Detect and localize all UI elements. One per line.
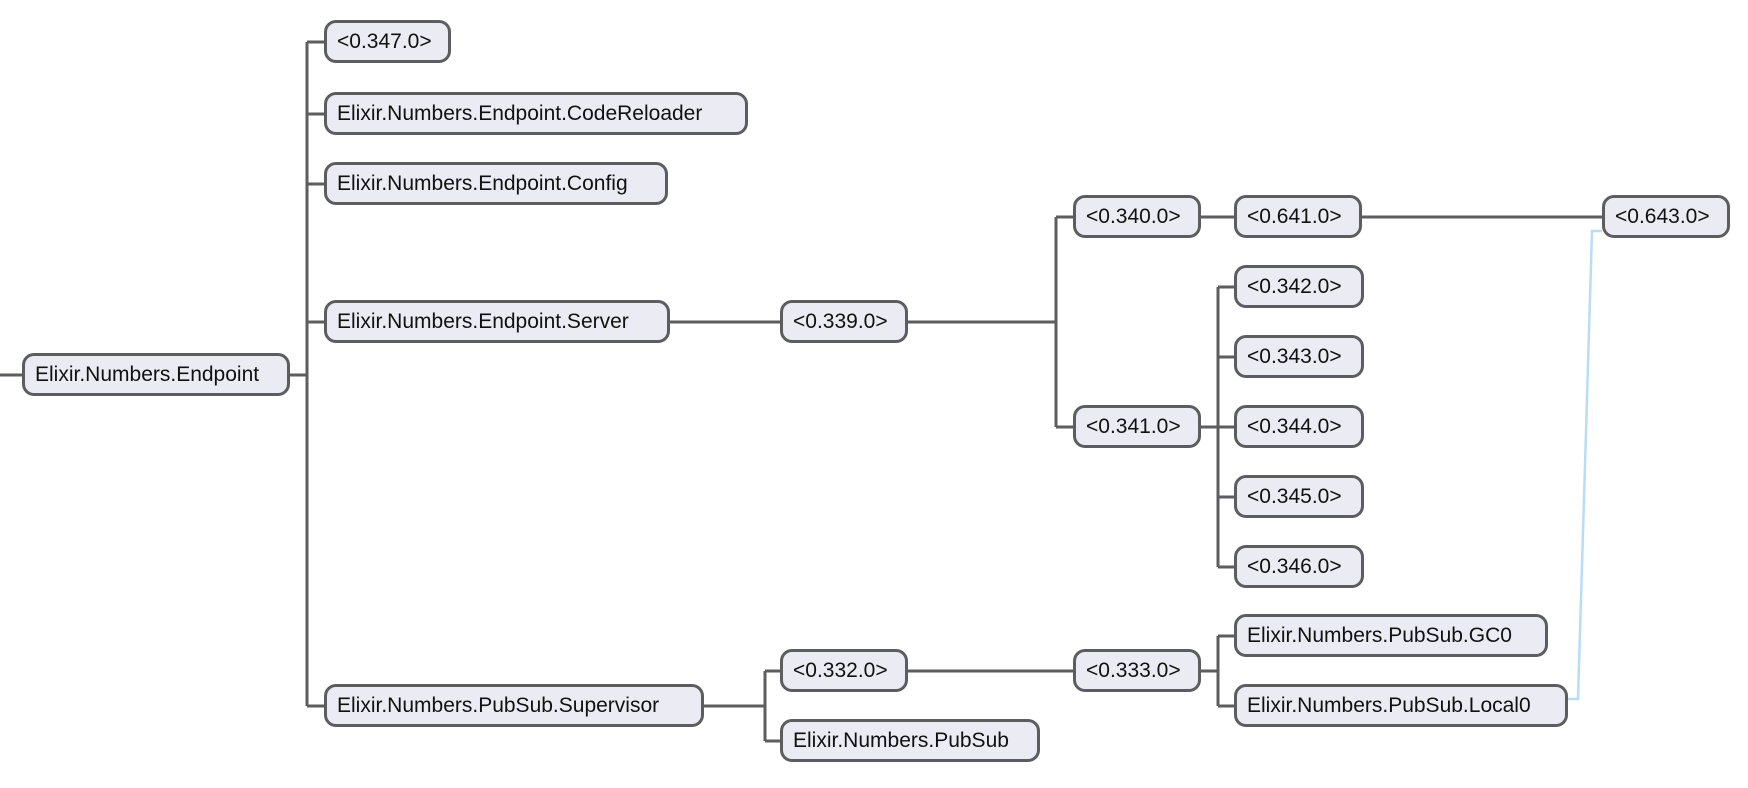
node-pubsub-supervisor[interactable]: Elixir.Numbers.PubSub.Supervisor [324, 684, 704, 727]
link-339-children [908, 215, 1073, 429]
link-341-children [1201, 285, 1234, 569]
node-345[interactable]: <0.345.0> [1234, 475, 1364, 518]
node-341[interactable]: <0.341.0> [1073, 405, 1201, 448]
node-343[interactable]: <0.343.0> [1234, 335, 1364, 378]
node-root[interactable]: Elixir.Numbers.Endpoint [22, 353, 290, 396]
link-333-children [1201, 634, 1234, 708]
node-643[interactable]: <0.643.0> [1602, 195, 1730, 238]
link-root-children [290, 40, 324, 708]
node-340[interactable]: <0.340.0> [1073, 195, 1201, 238]
node-346[interactable]: <0.346.0> [1234, 545, 1364, 588]
link-supervisor-children [704, 669, 780, 743]
node-332[interactable]: <0.332.0> [780, 649, 908, 692]
trace-link-local0-643 [1568, 229, 1602, 701]
node-342[interactable]: <0.342.0> [1234, 265, 1364, 308]
node-local0[interactable]: Elixir.Numbers.PubSub.Local0 [1234, 684, 1568, 727]
node-config[interactable]: Elixir.Numbers.Endpoint.Config [324, 162, 668, 205]
node-pubsub[interactable]: Elixir.Numbers.PubSub [780, 719, 1040, 762]
node-344[interactable]: <0.344.0> [1234, 405, 1364, 448]
node-333[interactable]: <0.333.0> [1073, 649, 1201, 692]
node-codereloader[interactable]: Elixir.Numbers.Endpoint.CodeReloader [324, 92, 748, 135]
node-347[interactable]: <0.347.0> [324, 20, 451, 63]
node-339[interactable]: <0.339.0> [780, 300, 908, 343]
node-641[interactable]: <0.641.0> [1234, 195, 1362, 238]
node-gc0[interactable]: Elixir.Numbers.PubSub.GC0 [1234, 614, 1548, 657]
node-server[interactable]: Elixir.Numbers.Endpoint.Server [324, 300, 670, 343]
